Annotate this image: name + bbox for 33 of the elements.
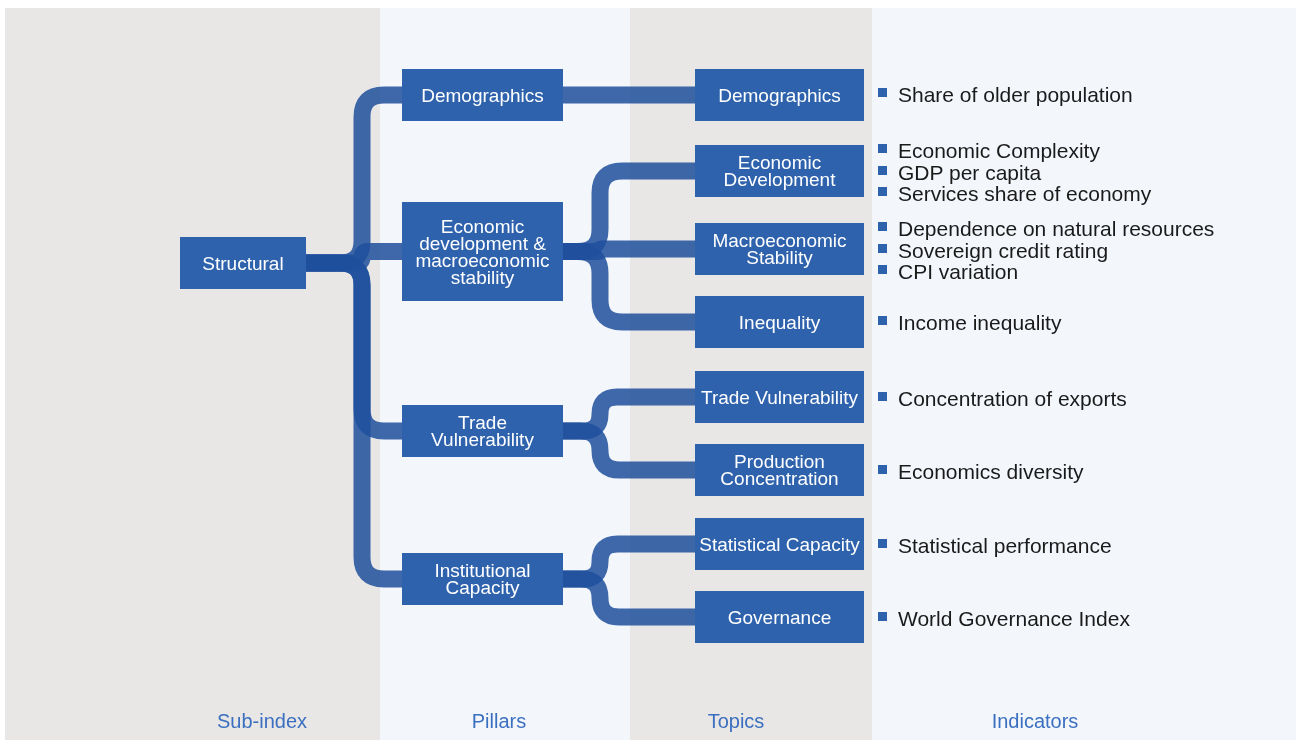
topic-box: Macroeconomic Stability <box>695 223 864 275</box>
topic-box: Production Concentration <box>695 444 864 496</box>
indicator-text: Sovereign credit rating <box>898 240 1109 262</box>
connector-ribbon <box>563 86 695 104</box>
subindex-box: Structural <box>180 237 306 289</box>
indicator-text: Economics diversity <box>898 461 1084 483</box>
topic-box: Statistical Capacity <box>695 518 864 570</box>
topic-box: Governance <box>695 591 864 643</box>
column-heading: Pillars <box>471 710 527 733</box>
topic-box: Demographics <box>695 69 864 121</box>
indicator-text: World Governance Index <box>898 608 1130 630</box>
indicator-text: Economic Complexity <box>898 140 1100 162</box>
indicator-text: Statistical performance <box>898 535 1112 557</box>
indicator-text: Dependence on natural resources <box>898 218 1215 240</box>
column-heading: Topics <box>707 710 765 733</box>
indicator-text: Concentration of exports <box>898 388 1127 410</box>
column-heading: Indicators <box>991 710 1079 733</box>
indicator-text: Share of older population <box>898 84 1133 106</box>
connector-ribbon <box>563 422 695 479</box>
indicator-text: GDP per capita <box>898 162 1042 184</box>
connector-ribbon <box>563 570 695 626</box>
topic-box: Economic Development <box>695 145 864 197</box>
indicator-text: CPI variation <box>898 261 1019 283</box>
pillar-box: Demographics <box>402 69 563 121</box>
topic-box: Inequality <box>695 296 864 348</box>
connector-ribbon <box>306 254 402 588</box>
column-heading: Sub-index <box>216 710 308 733</box>
pillar-box: Trade Vulnerability <box>402 405 563 457</box>
topic-box: Trade Vulnerability <box>695 371 864 423</box>
indicator-text: Income inequality <box>898 312 1062 334</box>
pillar-box: Institutional Capacity <box>402 553 563 605</box>
indicator-text: Services share of economy <box>898 183 1152 205</box>
pillar-box: Economic development & macroeconomic stability <box>402 202 563 301</box>
